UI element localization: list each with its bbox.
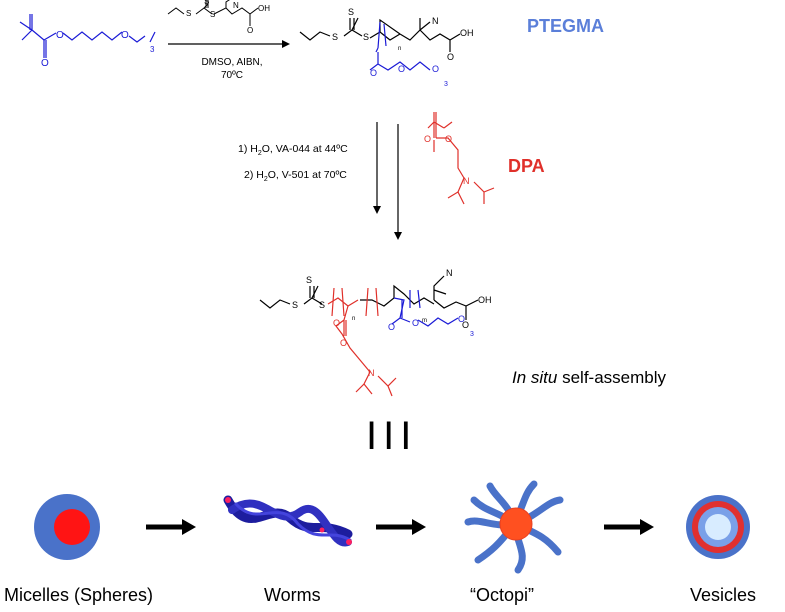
- copolymer-o-blue3: O: [458, 314, 465, 324]
- worm-morphology: [223, 495, 353, 547]
- step2-line1-pre: 1) H: [238, 143, 258, 155]
- octopi-morphology: [464, 480, 564, 574]
- copolymer-s2: S: [306, 275, 312, 285]
- copolymer-o-blue2: O: [412, 318, 419, 328]
- ptegma-s1: S: [332, 32, 338, 42]
- ptegma-o2: O: [398, 64, 405, 74]
- copolymer-o-red2: O: [340, 338, 347, 348]
- copolymer-n-red: N: [368, 368, 375, 378]
- ptegma-o3: O: [432, 64, 439, 74]
- cta-reagent: [167, 0, 259, 26]
- monomer-o1: O: [56, 30, 64, 41]
- copolymer-o-blue1: O: [388, 322, 395, 332]
- ptegma-o-acid: O: [447, 52, 454, 62]
- morph-label-vesicles: Vesicles: [690, 585, 757, 605]
- step2-line2: 2) H2O, V-501 at 70ºC: [244, 168, 347, 187]
- morph-label-worms: Worms: [264, 585, 321, 605]
- morph-arrow-2: [376, 519, 426, 535]
- step2-line1-sub: 2: [257, 150, 262, 158]
- copolymer-sub-m: m: [422, 318, 427, 324]
- step1-line2: 70ºC: [221, 70, 243, 81]
- morph-arrow-3: [604, 519, 654, 535]
- step2-line2-post: O, V-501 at 70ºC: [267, 169, 347, 181]
- monomer-sub3: 3: [150, 45, 155, 54]
- step1-conditions: DMSO, AIBN, 70ºC: [176, 56, 288, 82]
- cta-n: N: [233, 1, 239, 10]
- ptegma-sub3: 3: [444, 81, 448, 88]
- step2-line2-pre: 2) H: [244, 169, 264, 181]
- copolymer-sub-n: n: [352, 316, 355, 322]
- ptegma-s3: S: [363, 32, 369, 42]
- morph-label-micelles: Micelles (Spheres): [4, 585, 154, 605]
- dpa-label: DPA: [508, 156, 545, 176]
- copolymer-o-red1: O: [333, 318, 340, 328]
- morph-label-octopi: “Octopi”: [470, 585, 535, 605]
- copolymer-s3: S: [319, 300, 325, 310]
- tegma-monomer: [19, 14, 156, 58]
- insitu-label: In situ self-assembly: [512, 368, 666, 388]
- insitu-italic: In situ: [512, 368, 558, 387]
- copolymer-o-acid: O: [462, 320, 469, 330]
- monomer-o3: O: [41, 58, 49, 69]
- copolymer-oh: OH: [478, 295, 492, 305]
- ptegma-n: N: [432, 16, 439, 26]
- block-copolymer: [259, 275, 479, 397]
- ptegma-o1: O: [370, 68, 377, 78]
- monomer-o2: O: [121, 30, 129, 41]
- ptegma-polymer: [299, 17, 461, 71]
- dpa-o2: O: [445, 134, 452, 144]
- cta-s2: S: [204, 0, 209, 6]
- ptegma-s2: S: [348, 7, 354, 17]
- ptegma-oh: OH: [460, 28, 474, 38]
- cta-o: O: [247, 26, 253, 35]
- copolymer-s1: S: [292, 300, 298, 310]
- step2-line2-sub: 2: [263, 176, 268, 184]
- morph-arrow-1: [146, 519, 196, 535]
- equals-bars: III: [366, 414, 418, 458]
- cta-oh: OH: [258, 4, 270, 13]
- cta-s1: S: [186, 9, 191, 18]
- reaction-arrow-1: [168, 40, 290, 48]
- reaction-arrows-vertical: [373, 122, 402, 240]
- step2-line1-post: O, VA-044 at 44ºC: [261, 143, 348, 155]
- ptegma-sub-n: n: [398, 46, 401, 52]
- micelle-sphere: [34, 494, 100, 560]
- step2-line1: 1) H2O, VA-044 at 44ºC: [238, 142, 348, 161]
- insitu-rest: self-assembly: [557, 368, 666, 387]
- dpa-o1: O: [424, 134, 431, 144]
- step1-line1: DMSO, AIBN,: [201, 57, 263, 68]
- dpa-n: N: [463, 176, 470, 186]
- vesicle-morphology: [686, 495, 750, 559]
- ptegma-label: PTEGMA: [527, 16, 605, 36]
- dpa-monomer: [427, 112, 495, 205]
- copolymer-sub3: 3: [470, 331, 474, 338]
- copolymer-n: N: [446, 268, 453, 278]
- cta-s3: S: [210, 10, 215, 19]
